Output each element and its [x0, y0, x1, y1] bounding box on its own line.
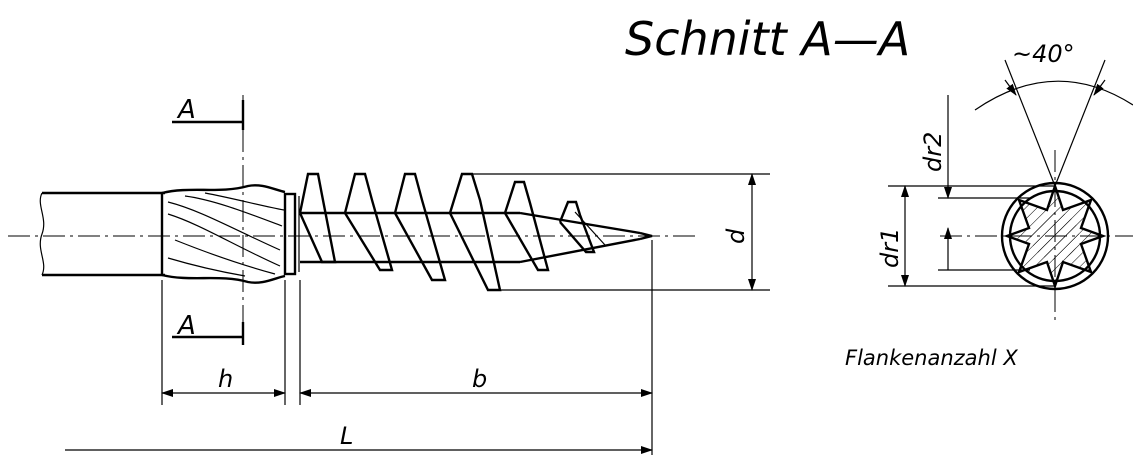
- threaded-body: [300, 211, 653, 264]
- flank-count-caption: Flankenanzahl X: [845, 346, 1018, 370]
- screw-side-view: A A h b L d: [8, 95, 770, 455]
- section-view: ~40° dr1 dr2 Flankenanzahl X: [845, 40, 1133, 370]
- screw-shank: [39, 191, 165, 277]
- dimension-label-dr2: dr2: [919, 132, 947, 172]
- screw-collar: [283, 192, 300, 276]
- angle-label: ~40°: [1012, 40, 1075, 68]
- section-marker-top: A: [176, 95, 196, 125]
- angle-line-left: [1004, 59, 1056, 187]
- dimension-label-d: d: [722, 228, 750, 244]
- section-cut-marks: A A: [172, 95, 245, 345]
- angle-line-right: [1054, 59, 1106, 187]
- dimension-label-b: b: [472, 365, 487, 393]
- dimension-label-h: h: [218, 365, 233, 393]
- thread-flanks: [298, 172, 606, 292]
- dimension-label-dr1: dr1: [876, 228, 904, 268]
- extension-lines: [161, 173, 770, 455]
- section-marker-bottom: A: [176, 311, 196, 341]
- milling-ribs: [160, 184, 286, 284]
- angle-arc: [974, 80, 1133, 111]
- section-title: Schnitt A—A: [625, 12, 910, 66]
- dimension-label-L: L: [340, 422, 353, 450]
